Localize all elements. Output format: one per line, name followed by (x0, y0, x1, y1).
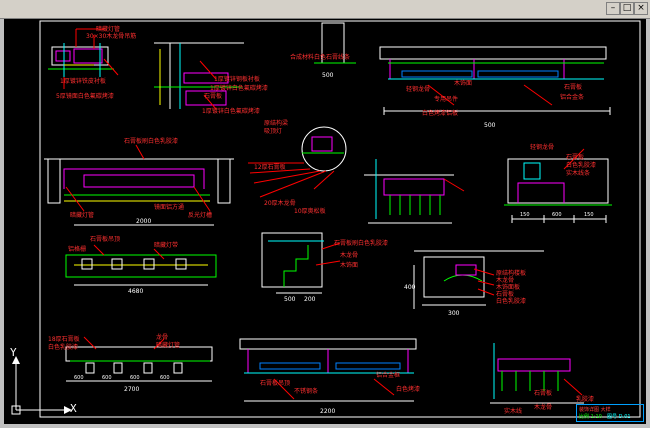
label-tr-1: 合成材料白色石膏线条 (290, 53, 350, 61)
label-r3r-3: 木饰面板 (496, 283, 520, 291)
label-r3c-1: 石膏板刷白色乳胶漆 (334, 239, 388, 247)
dim-r3r-2: 300 (448, 310, 460, 317)
dim-ml-1: 2000 (136, 218, 151, 225)
detail-top-right (314, 22, 611, 115)
dim-mr-3: 150 (584, 212, 594, 218)
detail-row3-center (261, 232, 341, 294)
label-mr-1: 轻钢龙骨 (530, 143, 554, 151)
label-tr-7: 白色烤漆铝板 (422, 109, 458, 117)
minimize-button[interactable]: – (606, 2, 620, 15)
dim-bl-5: 600 (160, 375, 170, 381)
detail-bottom-center (239, 338, 417, 402)
label-bl-1: 18厚石膏板 (48, 335, 80, 343)
dim-r3c-1: 500 (284, 296, 296, 303)
maximize-button[interactable]: □ (620, 2, 634, 15)
dim-bl-2: 600 (74, 375, 84, 381)
detail-row3-left (65, 244, 217, 286)
detail-mid-center (248, 126, 347, 198)
title-block-name: 装饰详图 大样 (579, 407, 611, 413)
label-bc-4: 白色烤漆 (396, 385, 420, 393)
label-mc-4: 20厚木龙骨 (264, 199, 296, 207)
cad-drawing: 暗藏灯管 30×30木龙骨吊筋 1厚镀锌铁皮衬板 5厚镜面白色氟碳烤漆 1厚镀锌… (39, 20, 641, 418)
title-block-scale: 比例 1:10 (579, 414, 602, 420)
y-axis-label: Y (10, 346, 17, 359)
dim-r3r-1: 400 (404, 284, 416, 291)
ucs-axis-lines (11, 356, 72, 415)
label-mr-4: 实木线条 (566, 169, 590, 177)
label-bl-3: 龙骨 (156, 333, 168, 341)
label-ml-1: 石膏板刷白色乳胶漆 (124, 137, 178, 145)
detail-top-center (154, 42, 244, 110)
label-tc-4: 1厚镀锌白色氟碳烤漆 (202, 107, 260, 115)
label-r3c-3: 木饰面 (340, 261, 358, 269)
label-tc-1: 1厚镀锌钢板衬板 (214, 75, 260, 83)
detail-mid-left (44, 144, 234, 226)
detail-bottom-right (490, 343, 584, 404)
label-ml-2: 暗藏灯管 (70, 211, 94, 219)
label-tl-3: 1厚镀锌铁皮衬板 (60, 77, 106, 85)
label-tl-2: 30×30木龙骨吊筋 (86, 32, 136, 40)
label-tc-2: 1厚镀锌白色氟碳烤漆 (210, 84, 268, 92)
detail-bottom-left (65, 336, 213, 382)
dim-bl-3: 600 (102, 375, 112, 381)
label-mr-2: 石膏板 (566, 153, 584, 161)
label-mc-5: 10厚奥松板 (294, 207, 326, 215)
label-r3l-2: 暗藏灯带 (154, 241, 178, 249)
label-tr-3: 专用吊件 (434, 95, 458, 103)
label-br-3: 乳胶漆 (576, 395, 594, 403)
label-r3l-1: 石膏板吊顶 (90, 235, 120, 243)
dim-bc-1: 2200 (320, 408, 335, 415)
label-bc-1: 石膏板吊顶 (260, 379, 290, 387)
dim-mr-1: 150 (520, 212, 530, 218)
label-br-1: 石膏板 (534, 389, 552, 397)
detail-mid-right (504, 148, 612, 223)
x-axis-label: X (70, 402, 77, 415)
label-bl-2: 白色乳胶漆 (48, 343, 78, 351)
label-bl-4: 暗藏灯管 (156, 341, 180, 349)
label-r3r-2: 木龙骨 (496, 276, 514, 284)
label-r3r-4: 石膏板 (496, 290, 514, 298)
dim-bl-4: 600 (130, 375, 140, 381)
drawing-canvas[interactable]: 暗藏灯管 30×30木龙骨吊筋 1厚镀锌铁皮衬板 5厚镜面白色氟碳烤漆 1厚镀锌… (4, 19, 646, 424)
dim-r3c-2: 200 (304, 296, 316, 303)
label-tr-5: 石膏板 (564, 83, 582, 91)
label-bc-2: 不锈钢条 (294, 387, 318, 395)
close-button[interactable]: × (634, 2, 648, 15)
label-mc-1: 原结构梁 (264, 119, 288, 127)
title-block-number: 图号 D-01 (607, 414, 631, 420)
dim-r3l-1: 4680 (128, 288, 143, 295)
detail-row3-right (413, 250, 544, 309)
title-block: 装饰详图 大样 比例 1:10 图号 D-01 (576, 404, 644, 422)
dim-bl-1: 2700 (124, 386, 139, 393)
label-r3c-2: 木龙骨 (340, 251, 358, 259)
dim-tr-1: 500 (322, 72, 334, 79)
label-tl-4: 5厚镜面白色氟碳烤漆 (56, 92, 114, 100)
label-tr-6: 铝合金条 (560, 93, 584, 101)
detail-top-left (48, 28, 119, 89)
dim-tr-2: 500 (484, 122, 496, 129)
label-tl-1: 暗藏灯管 (96, 25, 120, 33)
label-tr-4: 木饰面 (454, 79, 472, 87)
drawing-frame (39, 20, 641, 418)
label-tc-3: 石膏板 (204, 92, 222, 100)
detail-mid-hanging (364, 159, 465, 224)
dim-mr-2: 600 (552, 212, 562, 218)
label-br-2: 木龙骨 (534, 403, 552, 411)
label-mc-2: 吸顶灯 (264, 127, 282, 135)
label-r3r-5: 白色乳胶漆 (496, 297, 526, 305)
label-r3l-3: 铝格栅 (68, 245, 86, 253)
label-mr-3: 白色乳胶漆 (566, 161, 596, 169)
label-bc-3: 铝合金框 (376, 371, 400, 379)
label-ml-3: 镜面铝方通 (154, 203, 184, 211)
label-tr-2: 轻钢龙骨 (406, 85, 430, 93)
label-ml-4: 反光灯槽 (188, 211, 212, 219)
label-br-4: 实木线 (504, 407, 522, 415)
label-mc-3: 12厚石膏板 (254, 163, 286, 171)
window-title-bar: – □ × (0, 0, 650, 19)
ucs-axis-icon: Y X (10, 346, 80, 418)
label-r3r-1: 原结构楼板 (496, 269, 526, 277)
